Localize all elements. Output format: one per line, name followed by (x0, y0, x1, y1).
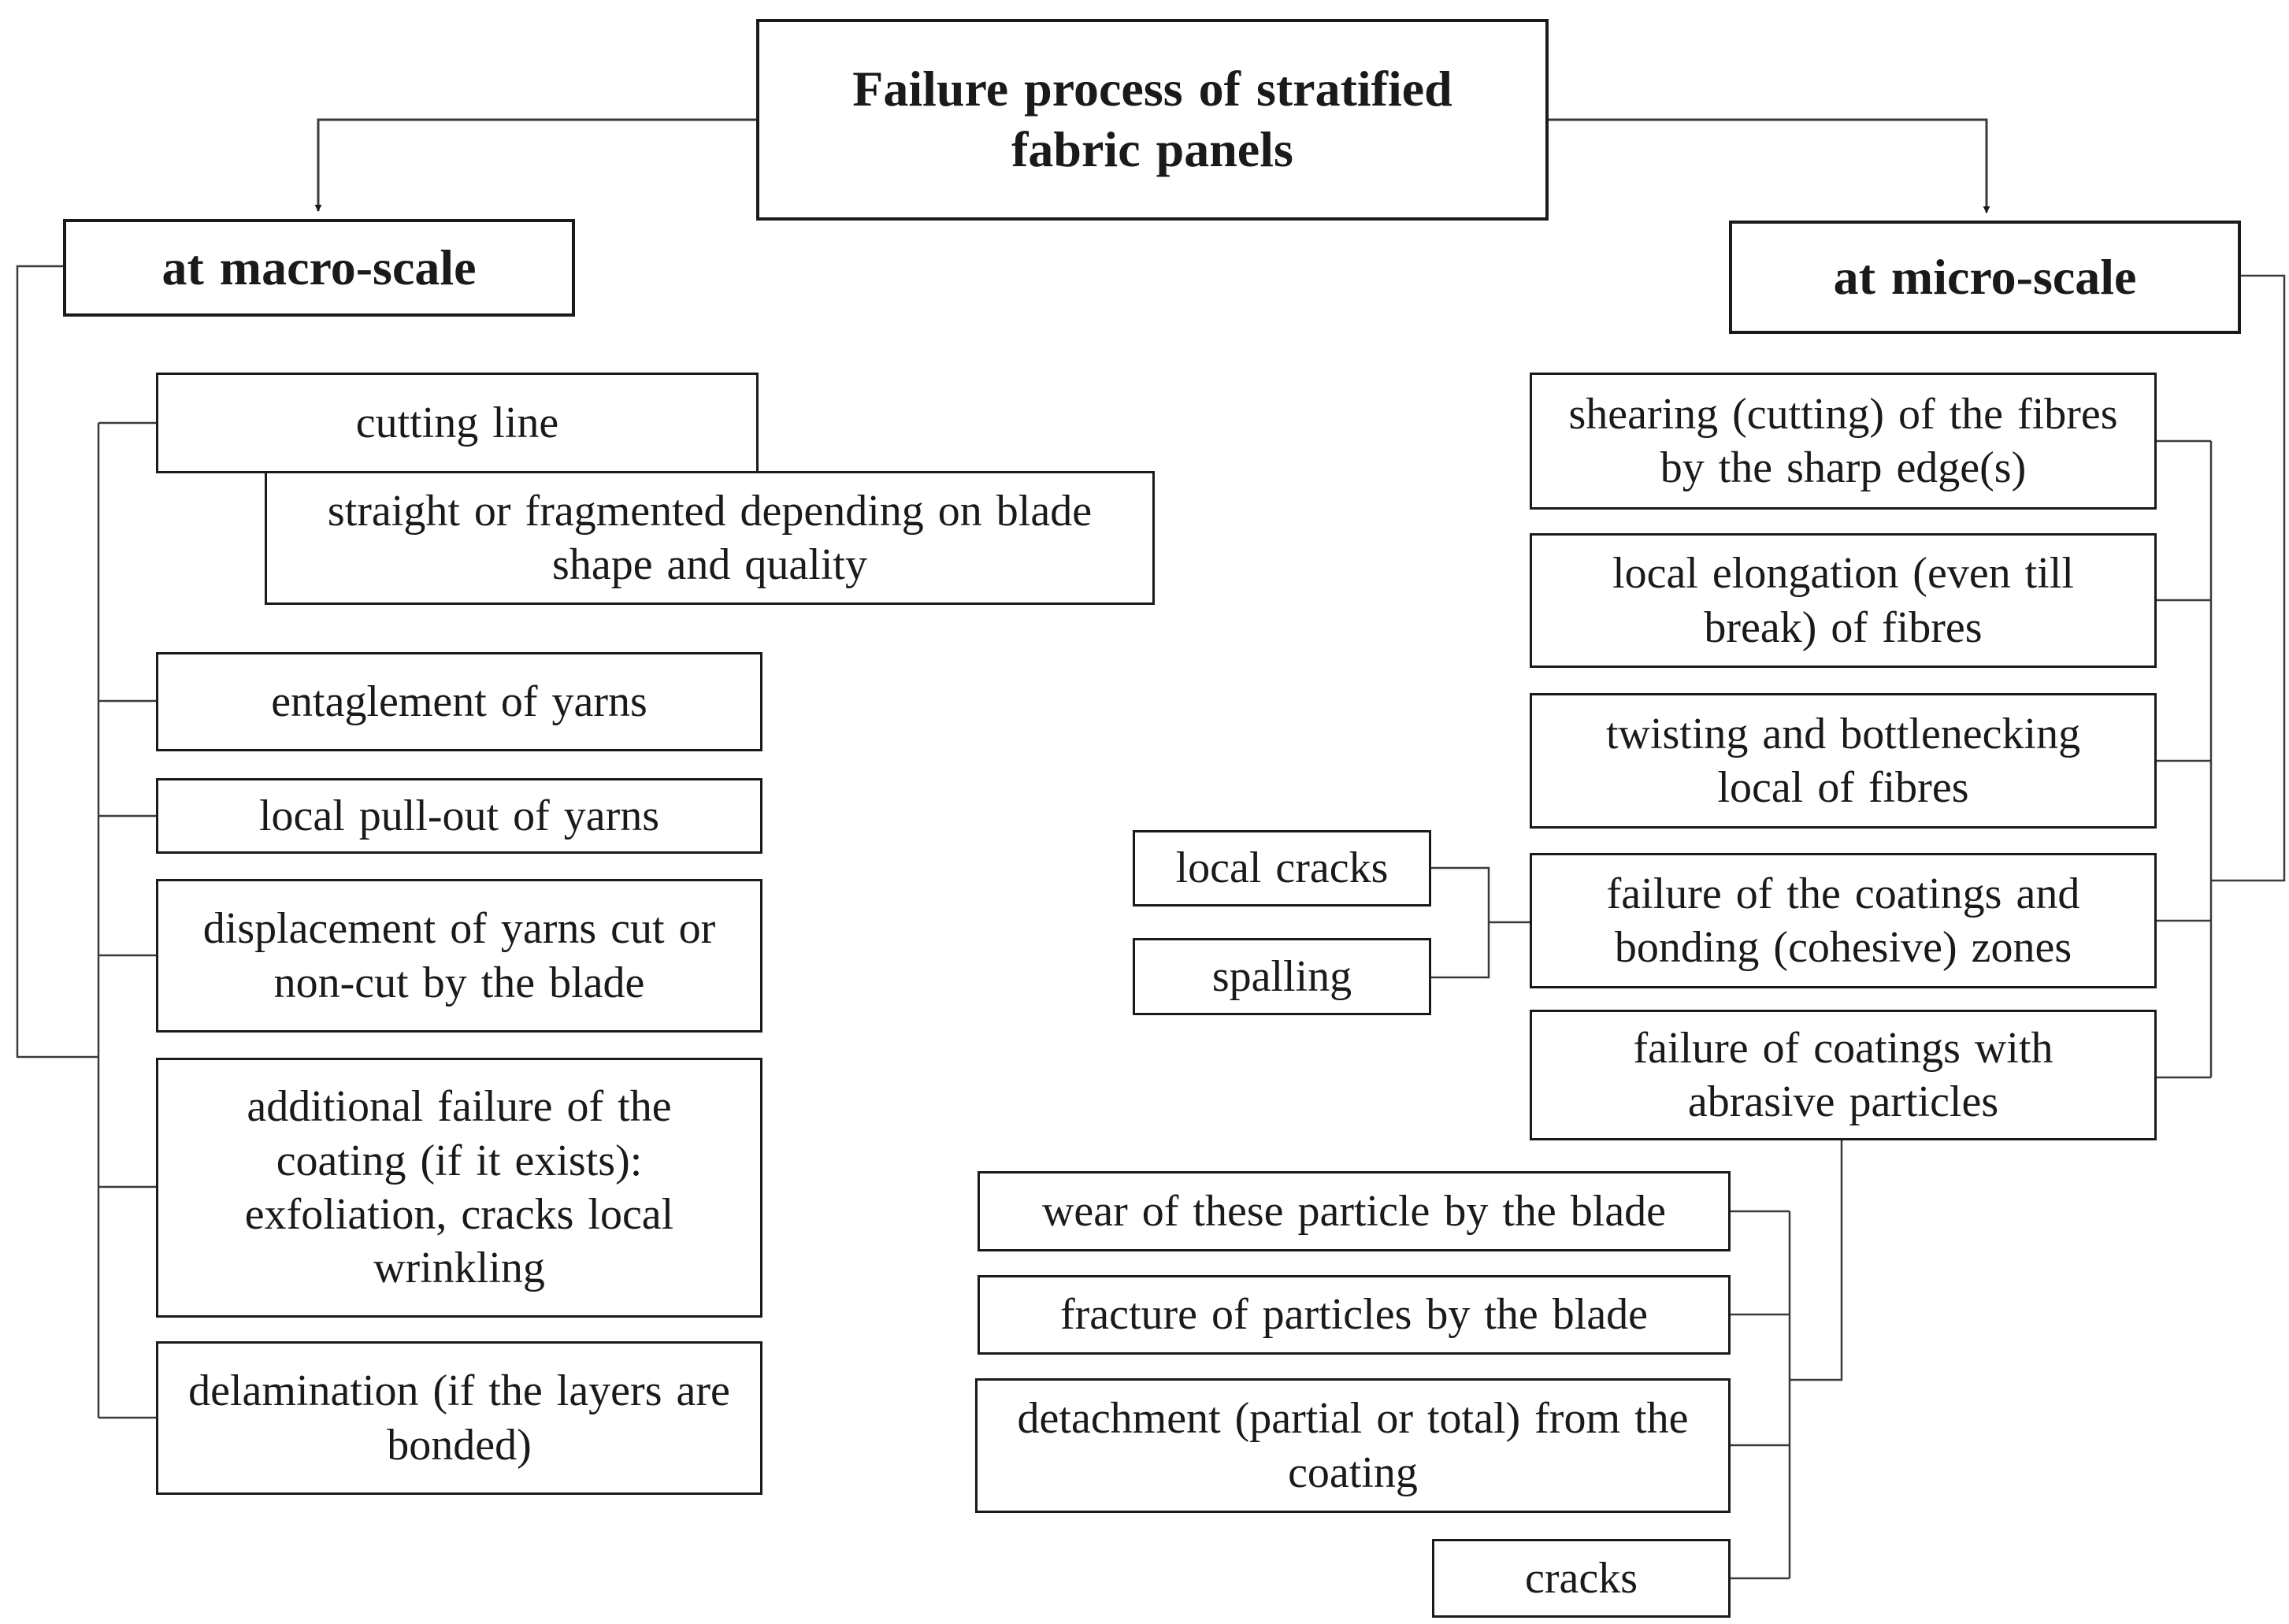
title-to-macro-arrow (314, 118, 756, 212)
macro-item-pull-out: local pull-out of yarns (156, 778, 762, 854)
micro-item-twisting-text: twisting and bottlenecking local of fibr… (1605, 709, 2081, 812)
diagram-title: Failure process of stratified fabric pan… (756, 19, 1549, 221)
particle-sub-link (1790, 1140, 1843, 1381)
macro-scale-box: at macro-scale (63, 219, 575, 317)
cutting-line-detail-text: straight or fragmented depending on blad… (327, 486, 1093, 589)
micro-item-abrasive: failure of coatings with abrasive partic… (1530, 1010, 2157, 1140)
macro-item-delamination-text: delamination (if the layers are bonded) (188, 1366, 730, 1470)
micro-spine (2211, 274, 2286, 882)
micro-item-coatings-bonding-text: failure of the coatings and bonding (coh… (1606, 869, 2080, 972)
particle-mode-cracks: cracks (1432, 1539, 1731, 1618)
micro-item-twisting: twisting and bottlenecking local of fibr… (1530, 693, 2157, 829)
cutting-line-box: cutting line (156, 373, 759, 473)
macro-item-additional-failure-text: additional failure of the coating (if it… (244, 1082, 674, 1293)
particle-mode-wear: wear of these particle by the blade (978, 1171, 1731, 1251)
micro-item-elongation-text: local elongation (even till break) of fi… (1612, 549, 2074, 652)
diagram-title-text: Failure process of stratified fabric pan… (852, 61, 1452, 177)
micro-item-elongation: local elongation (even till break) of fi… (1530, 533, 2157, 668)
cutting-line-text: cutting line (355, 398, 559, 447)
coating-mode-local-cracks-text: local cracks (1175, 844, 1389, 893)
particle-mode-fracture: fracture of particles by the blade (978, 1275, 1731, 1355)
coating-mode-spalling-text: spalling (1211, 951, 1352, 1001)
coating-mode-local-cracks: local cracks (1133, 830, 1431, 907)
particle-mode-wear-text: wear of these particle by the blade (1041, 1186, 1667, 1236)
macro-item-entaglement: entaglement of yarns (156, 652, 762, 751)
micro-item-coatings-bonding: failure of the coatings and bonding (coh… (1530, 853, 2157, 988)
coating-mode-spalling: spalling (1133, 938, 1431, 1015)
particle-mode-detachment: detachment (partial or total) from the c… (975, 1378, 1731, 1513)
micro-scale-box: at micro-scale (1729, 221, 2241, 334)
title-to-micro-arrow (1547, 118, 1990, 213)
particle-mode-detachment-text: detachment (partial or total) from the c… (1017, 1394, 1689, 1497)
micro-item-shearing: shearing (cutting) of the fibres by the … (1530, 373, 2157, 510)
macro-scale-label: at macro-scale (161, 239, 477, 295)
macro-item-displacement-text: displacement of yarns cut or non-cut by … (202, 904, 716, 1007)
micro-item-abrasive-text: failure of coatings with abrasive partic… (1633, 1023, 2053, 1126)
cutting-line-detail-box: straight or fragmented depending on blad… (265, 471, 1155, 605)
macro-item-displacement: displacement of yarns cut or non-cut by … (156, 879, 762, 1033)
particle-mode-fracture-text: fracture of particles by the blade (1059, 1290, 1649, 1340)
coating-sub-spine (1430, 866, 1490, 979)
macro-item-entaglement-text: entaglement of yarns (271, 677, 647, 726)
particle-mode-cracks-text: cracks (1524, 1553, 1638, 1603)
macro-spine (16, 265, 98, 1059)
macro-item-pull-out-text: local pull-out of yarns (258, 791, 660, 840)
micro-scale-label: at micro-scale (1833, 248, 2137, 305)
macro-item-delamination: delamination (if the layers are bonded) (156, 1341, 762, 1495)
macro-item-additional-failure: additional failure of the coating (if it… (156, 1058, 762, 1318)
micro-item-shearing-text: shearing (cutting) of the fibres by the … (1568, 389, 2118, 492)
